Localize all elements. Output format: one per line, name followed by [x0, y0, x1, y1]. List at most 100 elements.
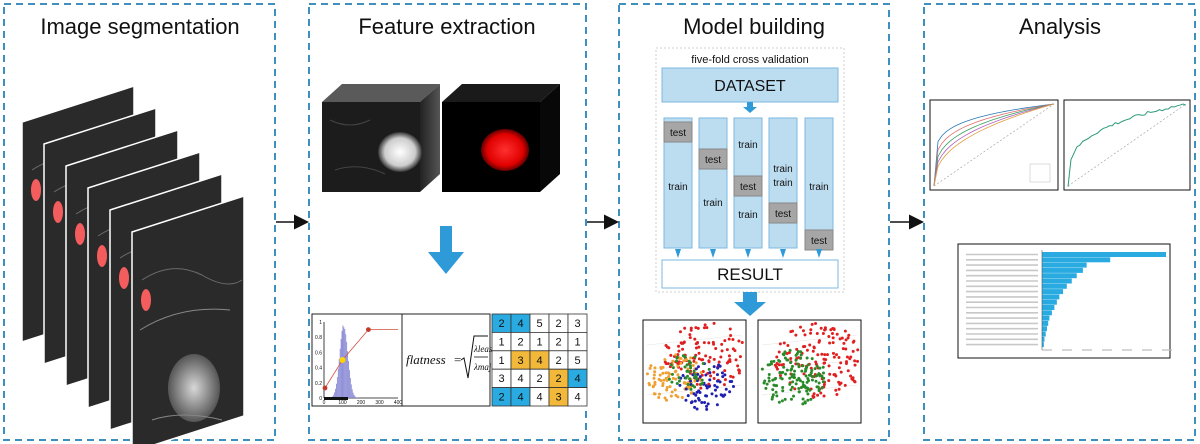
scatter-point	[802, 372, 806, 376]
scatter-point	[674, 377, 678, 381]
scatter-point	[683, 365, 687, 369]
hist-bar	[350, 384, 352, 398]
importance-bar	[1042, 267, 1083, 273]
roc-curve	[933, 103, 1055, 187]
scatter-point	[816, 385, 820, 389]
scatter-point	[731, 375, 735, 379]
scatter-point	[689, 391, 693, 395]
hist-bar	[352, 392, 354, 398]
matrix-value: 4	[517, 373, 523, 385]
scatter-point	[687, 359, 691, 363]
scatter-points-right	[760, 322, 860, 406]
scatter-point	[788, 348, 792, 352]
scatter-point	[798, 379, 802, 383]
scatter-point	[823, 353, 827, 357]
scatter-point	[720, 349, 724, 353]
scatter-point	[809, 397, 813, 401]
scatter-point	[845, 360, 849, 364]
scatter-point	[716, 366, 720, 370]
matrix-value: 4	[574, 392, 580, 404]
scatter-point	[728, 327, 732, 331]
hist-bar	[354, 396, 356, 398]
scatter-point	[677, 344, 681, 348]
scatter-point	[832, 373, 836, 377]
scatter-point	[845, 355, 849, 359]
fold-train-label: train	[773, 164, 792, 175]
scatter-point	[811, 395, 815, 399]
scatter-point	[712, 370, 716, 374]
result-box	[661, 259, 839, 289]
importance-bar	[1042, 320, 1049, 326]
scatter-point	[688, 336, 692, 340]
fold-train-label: train	[703, 198, 722, 209]
scatter-point	[708, 355, 712, 359]
scatter-point	[717, 360, 721, 364]
scatter-point	[805, 389, 809, 393]
grayscale-cube	[322, 84, 440, 192]
scatter-point	[684, 358, 688, 362]
importance-bar	[1042, 278, 1072, 284]
scatter-point	[803, 401, 807, 405]
formula-lhs: flatness	[406, 352, 446, 367]
scatter-point	[727, 337, 731, 341]
matrix-value: 2	[517, 336, 523, 348]
scatter-point	[791, 364, 795, 368]
scatter-point	[803, 333, 807, 337]
scatter-point	[797, 365, 801, 369]
scatter-point	[819, 326, 823, 330]
scatter-point	[823, 327, 827, 331]
scatter-point	[793, 369, 797, 373]
scatter-point	[780, 377, 784, 381]
scatter-point	[676, 364, 680, 368]
scatter-point	[684, 376, 688, 380]
scatter-point	[800, 369, 804, 373]
scatter-point	[707, 384, 711, 388]
matrix-value: 3	[574, 318, 580, 330]
scatter-point	[799, 356, 803, 360]
scatter-point	[675, 382, 679, 386]
scatter-point	[722, 383, 726, 387]
scatter-point	[662, 378, 666, 382]
scatter-point	[694, 346, 698, 350]
scatter-point	[738, 355, 742, 359]
scatter-point	[671, 376, 675, 380]
scatter-point	[666, 362, 670, 366]
scatter-point	[814, 360, 818, 364]
scatter-point	[674, 369, 678, 373]
scatter-point	[707, 382, 711, 386]
roc-curves-left	[933, 103, 1055, 187]
scatter-point	[651, 385, 655, 389]
scatter-point	[665, 388, 669, 392]
scatter-point	[844, 338, 848, 342]
scatter-point	[671, 359, 675, 363]
hist-bar	[334, 392, 336, 398]
matrix-value: 2	[555, 336, 561, 348]
scatter-point	[686, 367, 690, 371]
scatter-point	[821, 331, 825, 335]
hist-bar	[351, 389, 353, 398]
hist-x-tick: 100	[338, 400, 347, 406]
scatter-point	[789, 368, 793, 372]
scatter-point	[705, 326, 709, 330]
scatter-point	[692, 359, 696, 363]
scatter-point	[714, 394, 718, 398]
scatter-point	[846, 336, 850, 340]
scatter-point	[801, 402, 805, 406]
scatter-point	[822, 394, 826, 398]
scatter-point	[663, 358, 667, 362]
hist-bar	[345, 334, 347, 398]
scatter-point	[715, 403, 719, 407]
scatter-point	[657, 395, 661, 399]
histogram-box	[311, 313, 403, 407]
scatter-point	[695, 377, 699, 381]
scatter-point	[693, 379, 697, 383]
matrix-value: 5	[574, 355, 580, 367]
scatter-point	[711, 340, 715, 344]
scatter-point	[691, 384, 695, 388]
hist-y-tick: 0.4	[315, 366, 322, 372]
scatter-point	[661, 384, 665, 388]
hist-bar	[336, 376, 338, 398]
scatter-point	[790, 385, 794, 389]
tumor-mask	[53, 201, 63, 223]
importance-bar	[1042, 326, 1047, 332]
